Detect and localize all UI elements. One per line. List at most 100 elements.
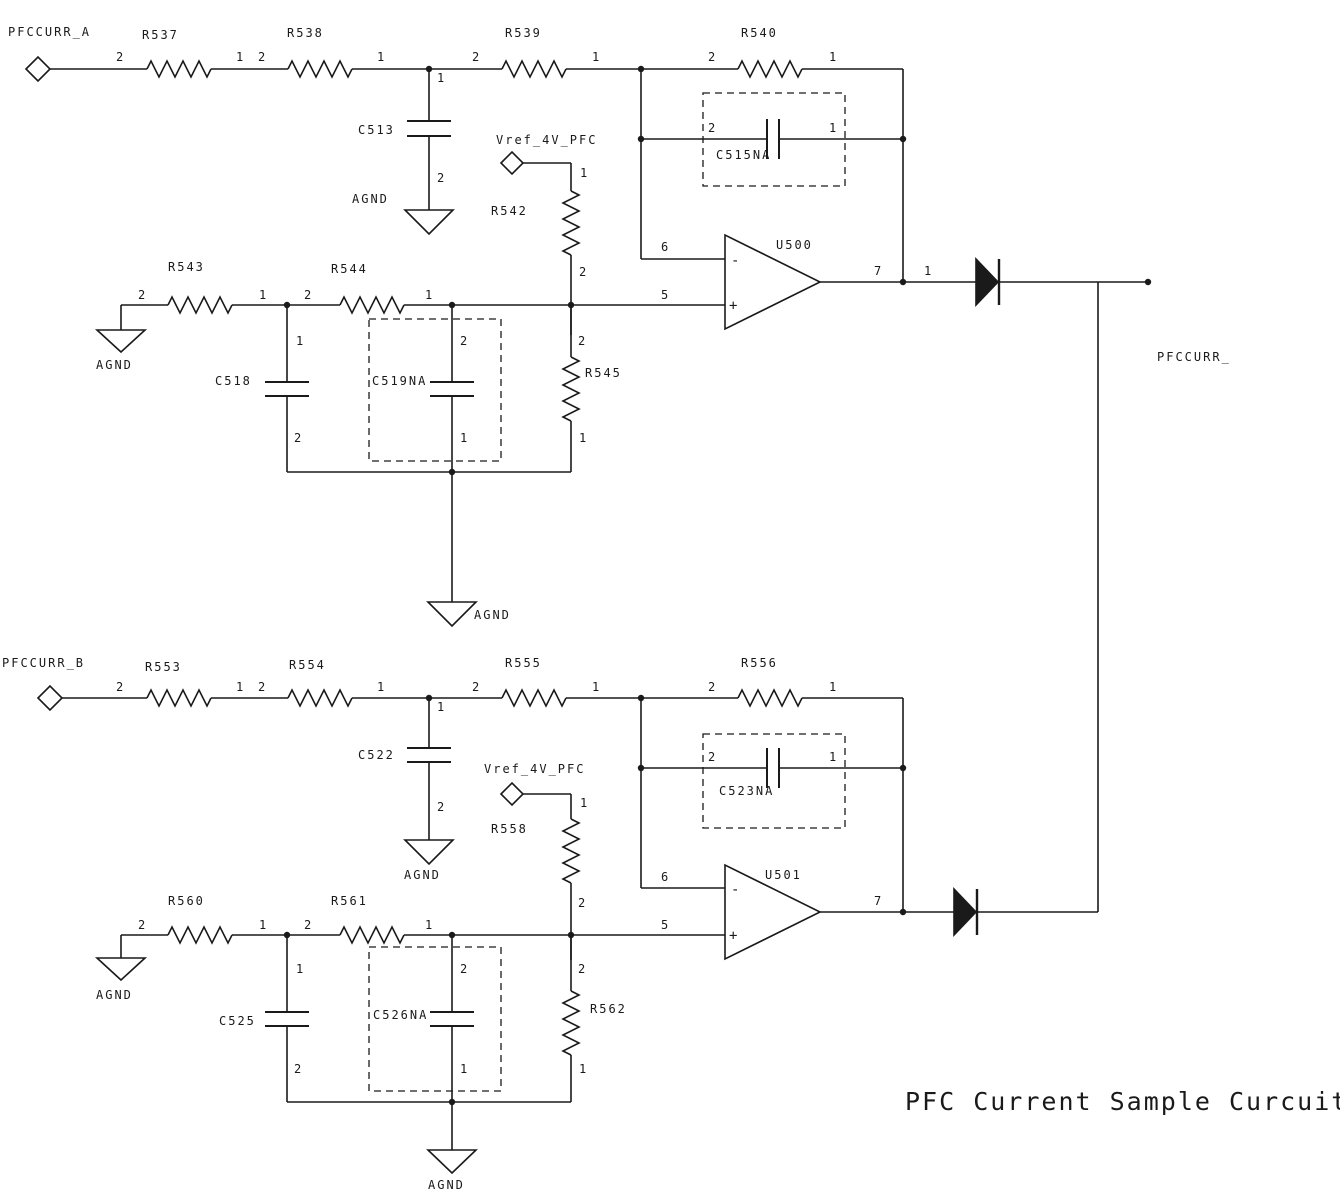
ground-agnd-b1	[403, 839, 455, 866]
c523-label: C523NA	[719, 784, 774, 798]
resistor-r554	[287, 688, 353, 708]
svg-text:2: 2	[578, 334, 585, 348]
r562-label: R562	[590, 1002, 627, 1016]
svg-text:1: 1	[580, 796, 587, 810]
vref-label-a: Vref_4V_PFC	[496, 133, 597, 147]
vref-port-a	[499, 150, 525, 176]
agnd-label-a1: AGND	[352, 192, 389, 206]
c515-label: C515NA	[716, 148, 771, 162]
resistor-r555	[501, 688, 567, 708]
svg-text:1: 1	[425, 288, 432, 302]
svg-text:1: 1	[259, 918, 266, 932]
nc-box-c519	[368, 318, 502, 462]
svg-text:2: 2	[138, 288, 145, 302]
vref-port-b	[499, 781, 525, 807]
svg-text:1: 1	[236, 680, 243, 694]
resistor-r540	[737, 59, 803, 79]
svg-text:1: 1	[296, 334, 303, 348]
nc-box-c526	[368, 946, 502, 1092]
svg-text:2: 2	[116, 680, 123, 694]
svg-text:5: 5	[661, 918, 668, 932]
svg-text:1: 1	[296, 962, 303, 976]
diode-b	[953, 887, 978, 937]
svg-text:2: 2	[578, 896, 585, 910]
input-label-b: PFCCURR_B	[2, 656, 85, 670]
svg-text:2: 2	[138, 918, 145, 932]
resistor-r561	[339, 925, 405, 945]
nc-box-c523	[702, 733, 846, 829]
svg-text:1: 1	[592, 50, 599, 64]
svg-text:1: 1	[579, 1062, 586, 1076]
svg-text:1: 1	[259, 288, 266, 302]
r553-label: R553	[145, 660, 182, 674]
c518-label: C518	[215, 374, 252, 388]
c513-label: C513	[358, 123, 395, 137]
svg-text:7: 7	[874, 894, 881, 908]
ground-agnd-a1	[403, 209, 455, 236]
opamp-u501	[724, 863, 822, 961]
svg-text:2: 2	[437, 171, 444, 185]
r556-label: R556	[741, 656, 778, 670]
diode-a	[975, 257, 1000, 307]
resistor-r538	[287, 59, 353, 79]
resistor-r558	[561, 818, 581, 884]
agnd-label-b3: AGND	[428, 1178, 465, 1192]
svg-text:1: 1	[377, 680, 384, 694]
agnd-label-a3: AGND	[474, 608, 511, 622]
u500-label: U500	[776, 238, 813, 252]
input-port-b	[36, 684, 64, 712]
svg-text:2: 2	[578, 962, 585, 976]
svg-text:2: 2	[708, 50, 715, 64]
r537-label: R537	[142, 28, 179, 42]
input-port-a	[24, 55, 52, 83]
svg-text:2: 2	[258, 50, 265, 64]
svg-text:2: 2	[258, 680, 265, 694]
ground-agnd-a3	[426, 601, 478, 628]
output-label: PFCCURR_	[1157, 350, 1231, 364]
resistor-r562	[561, 990, 581, 1056]
svg-text:2: 2	[460, 962, 467, 976]
resistor-r556	[737, 688, 803, 708]
svg-text:1: 1	[592, 680, 599, 694]
svg-text:1: 1	[460, 1062, 467, 1076]
agnd-label-b1: AGND	[404, 868, 441, 882]
svg-text:2: 2	[304, 288, 311, 302]
ground-agnd-b2	[94, 957, 148, 982]
svg-text:6: 6	[661, 870, 668, 884]
svg-text:2: 2	[579, 265, 586, 279]
c526-label: C526NA	[373, 1008, 428, 1022]
svg-text:1: 1	[580, 166, 587, 180]
svg-text:-: -	[731, 253, 739, 269]
circuit-title: PFC Current Sample Curcuit	[905, 1087, 1340, 1116]
resistor-r560	[167, 925, 233, 945]
r539-label: R539	[505, 26, 542, 40]
svg-text:1: 1	[829, 680, 836, 694]
svg-text:1: 1	[924, 264, 931, 278]
output-node	[1144, 278, 1152, 286]
c525-label: C525	[219, 1014, 256, 1028]
svg-text:1: 1	[437, 71, 444, 85]
svg-text:1: 1	[579, 431, 586, 445]
svg-text:-: -	[731, 882, 739, 898]
svg-text:1: 1	[829, 750, 836, 764]
r558-label: R558	[491, 822, 528, 836]
svg-text:2: 2	[294, 1062, 301, 1076]
svg-text:2: 2	[437, 800, 444, 814]
svg-text:2: 2	[708, 121, 715, 135]
c519-label: C519NA	[372, 374, 427, 388]
svg-text:2: 2	[708, 680, 715, 694]
svg-text:2: 2	[116, 50, 123, 64]
channel-a: PFCCURR_A R537 R538 R539 R540 2 1 2 1 2 …	[8, 25, 1001, 628]
svg-text:5: 5	[661, 288, 668, 302]
svg-text:2: 2	[294, 431, 301, 445]
r540-label: R540	[741, 26, 778, 40]
svg-text:2: 2	[472, 680, 479, 694]
resistor-r544	[339, 295, 405, 315]
svg-text:1: 1	[829, 121, 836, 135]
agnd-label-b2: AGND	[96, 988, 133, 1002]
svg-text:1: 1	[377, 50, 384, 64]
vref-label-b: Vref_4V_PFC	[484, 762, 585, 776]
output-bus: PFCCURR_	[977, 278, 1231, 913]
agnd-label-a2: AGND	[96, 358, 133, 372]
